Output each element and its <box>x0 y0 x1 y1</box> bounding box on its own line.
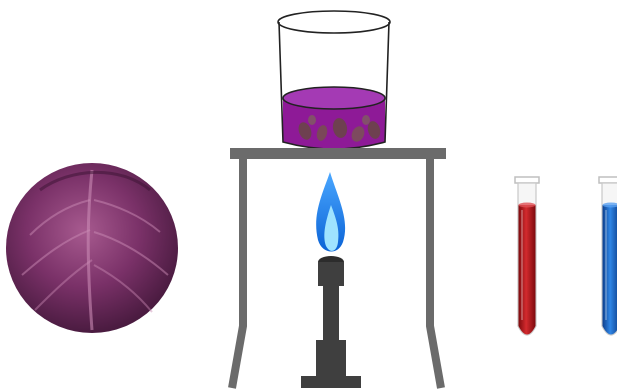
bunsen-burner-icon <box>301 256 361 388</box>
beaker-icon <box>278 11 390 149</box>
red-cabbage-icon <box>6 163 178 333</box>
test-tube-blue-icon <box>599 177 617 335</box>
flame-icon <box>316 172 345 252</box>
test-tube-red-icon <box>515 177 539 335</box>
